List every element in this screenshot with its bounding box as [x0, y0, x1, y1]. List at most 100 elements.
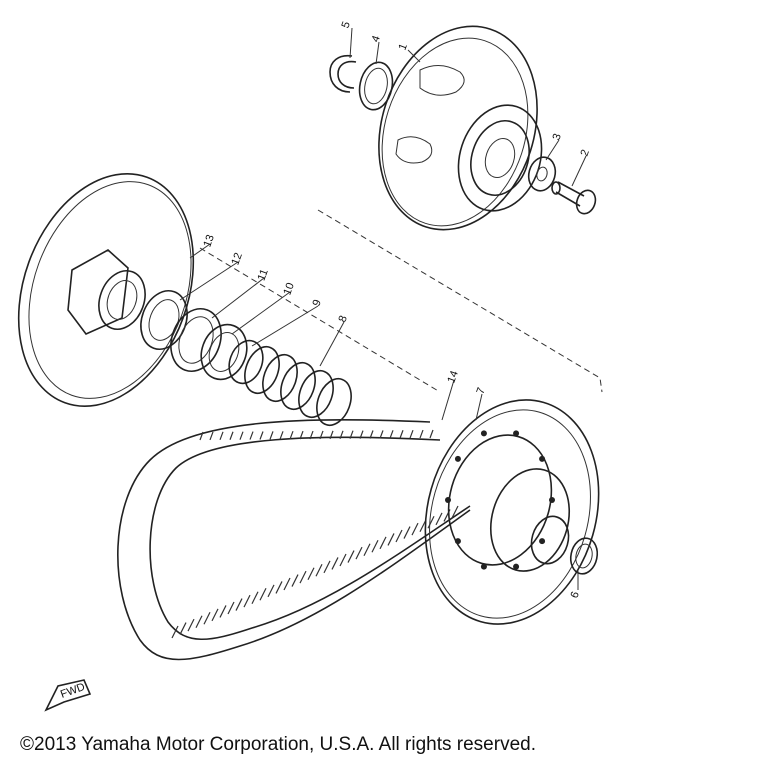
belt-tooth: [359, 430, 364, 439]
bolt-hole: [513, 430, 520, 437]
sheave-bolt-holes: [445, 430, 555, 570]
circlip-part-5: [329, 54, 357, 93]
belt-tooth: [451, 505, 459, 519]
washer-part-3: [527, 156, 557, 192]
belt-tooth: [331, 557, 339, 570]
callout-labels: 5 4 1 3 2 13 12 11 10 9 8 14 7 6: [201, 20, 591, 600]
belt-tooth: [403, 526, 411, 539]
fwd-label: FWD: [59, 681, 87, 701]
callout-13: 13: [201, 233, 216, 249]
snap-ring-part-4: [358, 61, 394, 111]
belt-tooth: [355, 546, 363, 560]
belt-tooth: [339, 430, 344, 439]
callout-7: 7: [474, 386, 487, 396]
belt-tooth: [171, 625, 179, 639]
belt-tooth: [291, 574, 299, 587]
belt-tooth: [435, 512, 443, 526]
belt-teeth: [171, 429, 459, 639]
belt-tooth: [269, 431, 274, 440]
belt-tooth: [275, 581, 283, 594]
callout-11: 11: [256, 268, 271, 283]
belt-tooth: [371, 540, 379, 553]
bolt-hole: [480, 563, 487, 570]
belt-tooth: [283, 577, 291, 591]
belt-tooth: [299, 570, 307, 584]
callout-1: 1: [396, 42, 409, 52]
bolt-hole: [549, 497, 555, 503]
belt-tooth: [339, 553, 347, 567]
callout-5: 5: [339, 20, 352, 30]
belt-tooth: [427, 516, 435, 529]
callout-14: 14: [445, 369, 460, 385]
belt-tooth: [309, 430, 314, 440]
belt-tooth: [419, 429, 424, 439]
belt-tooth: [389, 430, 394, 439]
bolt-hole: [454, 455, 461, 462]
belt-tooth: [379, 430, 384, 439]
callout-6: 6: [568, 590, 581, 600]
belt-tooth: [289, 431, 294, 440]
belt-tooth: [239, 431, 244, 440]
spring-part-8: [244, 345, 352, 427]
bolt-hole: [539, 538, 546, 545]
copyright-notice: ©2013 Yamaha Motor Corporation, U.S.A. A…: [20, 734, 536, 755]
bolt-hole: [539, 455, 546, 462]
belt-tooth: [211, 608, 219, 622]
belt-tooth: [379, 536, 387, 550]
belt-tooth: [219, 431, 224, 441]
belt-tooth: [209, 431, 214, 441]
callout-3: 3: [550, 132, 563, 142]
belt-tooth: [315, 564, 323, 577]
belt-tooth: [395, 529, 403, 543]
ring-part-9: [228, 339, 264, 385]
belt-tooth: [251, 591, 259, 604]
belt-tooth: [249, 431, 254, 440]
callout-10: 10: [281, 281, 296, 297]
belt-tooth: [349, 430, 354, 439]
belt-tooth: [329, 430, 334, 440]
v-belt-part-14: [117, 418, 471, 661]
bolt-hole: [445, 497, 451, 503]
belt-tooth: [387, 533, 395, 546]
belt-tooth: [195, 615, 203, 628]
belt-tooth: [279, 431, 284, 440]
belt-tooth: [259, 431, 264, 440]
bolt-hole: [454, 538, 461, 545]
callout-2: 2: [578, 148, 591, 158]
callout-leaders: [179, 27, 587, 590]
bolt-part-2: [551, 181, 597, 215]
belt-tooth: [187, 618, 195, 632]
movable-sheave-part-13: [17, 173, 195, 407]
belt-tooth: [235, 598, 243, 611]
belt-tooth: [259, 588, 267, 601]
belt-tooth: [199, 431, 204, 441]
circlip-part-6: [569, 537, 599, 575]
belt-tooth: [243, 594, 251, 608]
belt-tooth: [229, 431, 234, 440]
belt-tooth: [299, 430, 304, 440]
bolt-hole: [513, 563, 520, 570]
callout-12: 12: [229, 251, 244, 267]
bushing-part-12: [140, 290, 188, 350]
callout-8: 8: [336, 314, 349, 324]
fixed-sheave-part-1: [378, 25, 543, 231]
belt-tooth: [179, 622, 187, 635]
belt-tooth: [267, 584, 275, 598]
fwd-arrow-icon: FWD: [44, 679, 92, 712]
belt-tooth: [411, 522, 419, 536]
belt-tooth: [319, 430, 324, 440]
callout-9: 9: [310, 298, 323, 308]
belt-tooth: [363, 543, 371, 556]
bolt-hole: [480, 430, 487, 437]
seat-part-10: [200, 323, 248, 381]
belt-tooth: [409, 429, 414, 439]
belt-tooth: [203, 612, 211, 625]
belt-tooth: [369, 430, 374, 439]
belt-tooth: [429, 429, 434, 439]
belt-tooth: [347, 550, 355, 563]
belt-tooth: [307, 567, 315, 580]
callout-4: 4: [369, 34, 382, 44]
belt-tooth: [219, 605, 227, 618]
assembly-guide-lines: [199, 209, 603, 393]
